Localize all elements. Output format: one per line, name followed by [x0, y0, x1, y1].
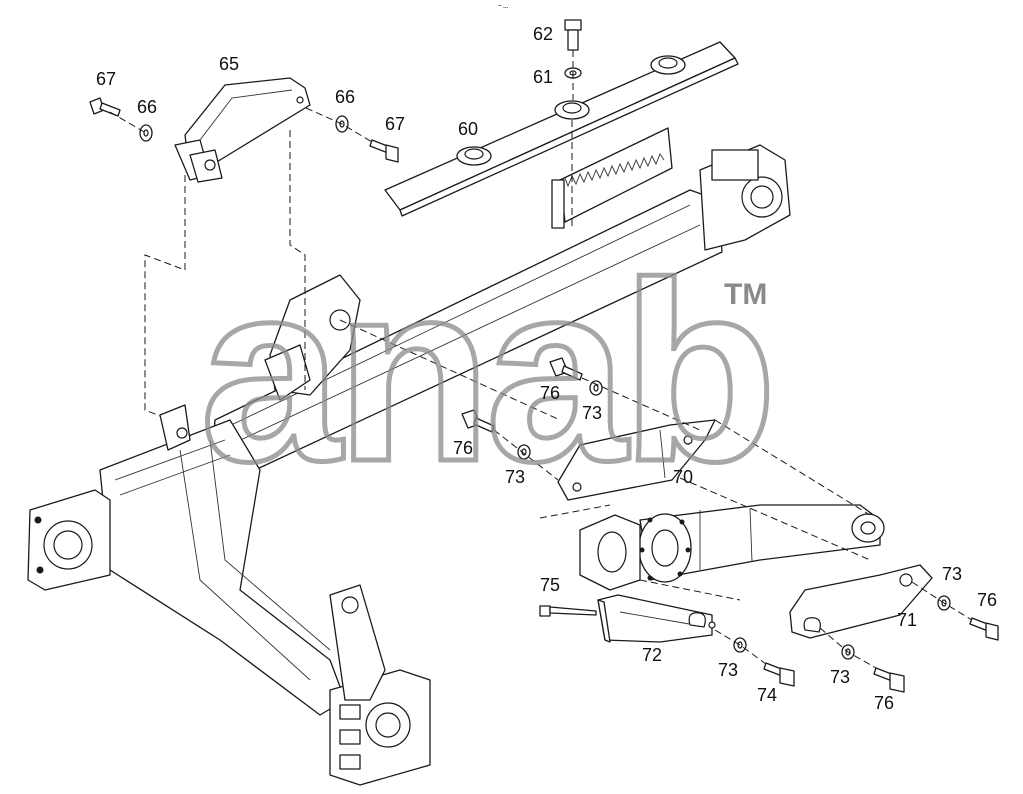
part-72-bracket — [597, 594, 716, 643]
watermark-trademark: TM — [724, 278, 768, 311]
callout-67: 67 — [96, 69, 117, 89]
callout-61: 61 — [533, 67, 554, 87]
part-67-bolt-right — [369, 139, 399, 163]
callout-73: 73 — [582, 403, 603, 423]
part-76-bolt-d — [873, 667, 905, 693]
part-73-washer-a — [589, 380, 603, 396]
callout-70: 70 — [673, 467, 694, 487]
boom-assembly — [27, 127, 791, 786]
callout-73: 73 — [830, 667, 851, 687]
callout-60: 60 — [458, 119, 479, 139]
callout-66: 66 — [335, 87, 356, 107]
part-60-cover-rail — [384, 41, 739, 217]
callout-73: 73 — [505, 467, 526, 487]
part-62-bolt — [564, 19, 582, 51]
part-76-bolt-b — [461, 409, 495, 433]
part-67-bolt-left — [89, 97, 121, 117]
watermark-logo: anab — [197, 230, 779, 515]
callout-62: 62 — [533, 24, 554, 44]
callout-67: 67 — [385, 114, 406, 134]
part-65-bracket — [174, 77, 311, 183]
callout-76: 76 — [874, 693, 895, 713]
part-66-washer-left — [139, 124, 153, 142]
callout-76: 76 — [977, 590, 998, 610]
callout-73: 73 — [718, 660, 739, 680]
hydraulic-cylinder — [579, 504, 885, 591]
part-74-bolt — [763, 662, 795, 687]
part-75-bolt — [539, 605, 597, 617]
callout-66: 66 — [137, 97, 158, 117]
callout-76: 76 — [453, 438, 474, 458]
part-73-washer-d — [733, 637, 747, 653]
callout-75: 75 — [540, 575, 561, 595]
callout-73: 73 — [942, 564, 963, 584]
callout-76: 76 — [540, 383, 561, 403]
part-70-plate — [557, 419, 716, 501]
callout-74: 74 — [757, 685, 778, 705]
callout-65: 65 — [219, 54, 240, 74]
header-mark: ~ ... — [498, 4, 509, 10]
part-76-bolt-c — [969, 617, 999, 641]
assembly-guide-lines — [109, 50, 973, 669]
callout-72: 72 — [642, 645, 663, 665]
part-71-plate — [789, 564, 933, 639]
callout-71: 71 — [897, 610, 918, 630]
part-73-washer-b — [517, 444, 531, 460]
part-76-bolt-a — [549, 357, 583, 381]
